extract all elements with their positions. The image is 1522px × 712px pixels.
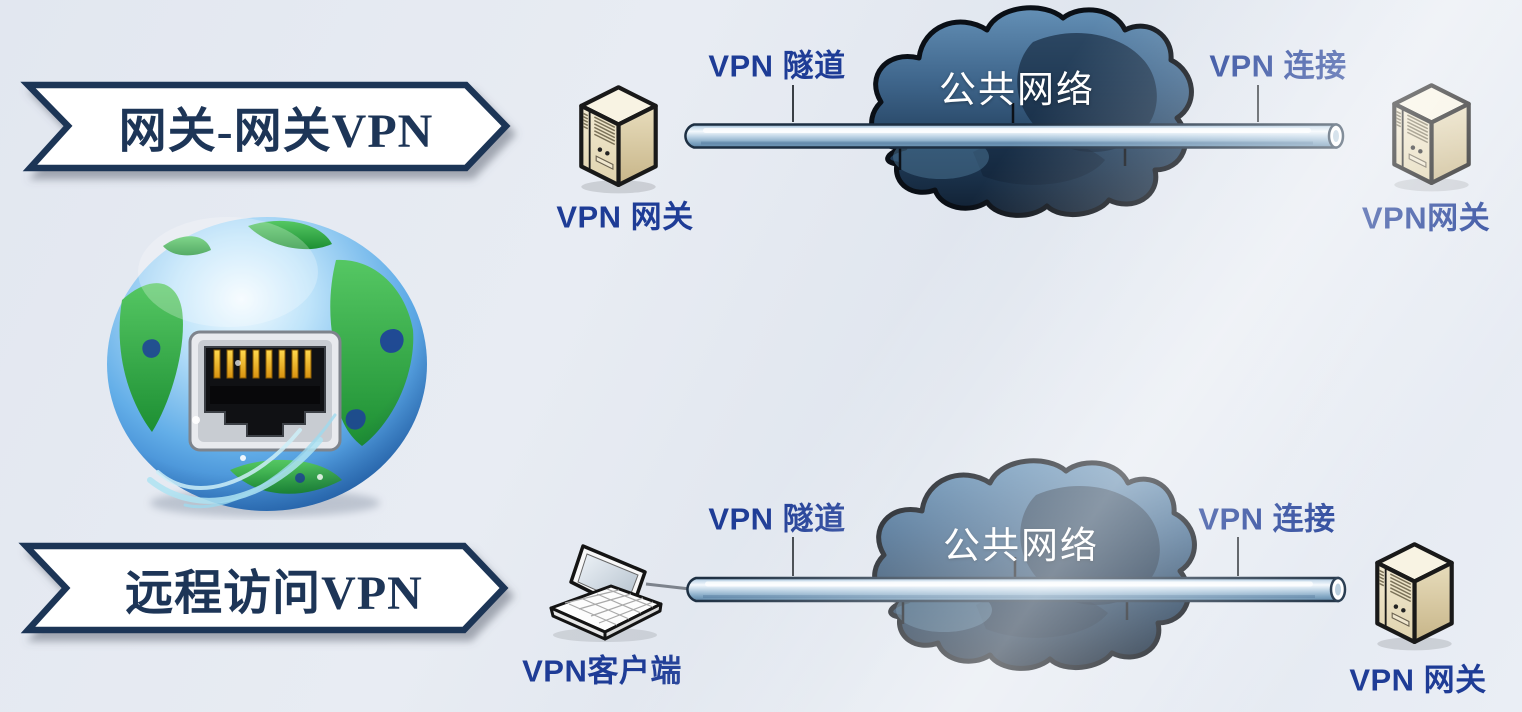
server-icon-top-left — [581, 87, 655, 193]
banner-top-shape — [20, 81, 511, 172]
label-top-tunnel: VPN 隧道 — [708, 48, 846, 84]
label-top-connection: VPN 连接 — [1209, 48, 1347, 84]
laptop-icon — [549, 544, 663, 644]
pointer-lines-top — [792, 85, 1259, 122]
label-bottom-public-network: 公共网络 — [943, 525, 1099, 566]
label-bottom-right-gateway: VPN 网关 — [1349, 662, 1487, 698]
rj45-port-icon — [188, 330, 342, 452]
label-bottom-client: VPN客户端 — [522, 653, 682, 689]
banner-bottom-label: 远程访问VPN — [125, 567, 423, 620]
server-icon-top-right — [1394, 85, 1468, 191]
globe-swoosh-lines — [147, 360, 337, 509]
globe-ethernet-icon — [107, 217, 427, 517]
label-bottom-connection: VPN 连接 — [1198, 501, 1336, 537]
label-bottom-tunnel: VPN 隧道 — [708, 501, 846, 537]
label-top-public-network: 公共网络 — [939, 69, 1095, 110]
cloud-seams-bottom — [901, 557, 1129, 624]
banner-top-label: 网关-网关VPN — [118, 105, 434, 158]
laptop-cable-line — [645, 582, 691, 591]
banner-bottom-shape — [18, 542, 509, 634]
pointer-lines-bottom — [792, 537, 1239, 576]
label-top-left-gateway: VPN 网关 — [556, 199, 694, 235]
vpn-tunnel-pipe-bottom — [686, 576, 1347, 603]
label-top-right-gateway: VPN网关 — [1361, 200, 1491, 236]
server-icon-bottom-right — [1377, 544, 1451, 650]
cloud-seams-top — [898, 103, 1127, 170]
vpn-tunnel-pipe-top — [684, 123, 1345, 149]
